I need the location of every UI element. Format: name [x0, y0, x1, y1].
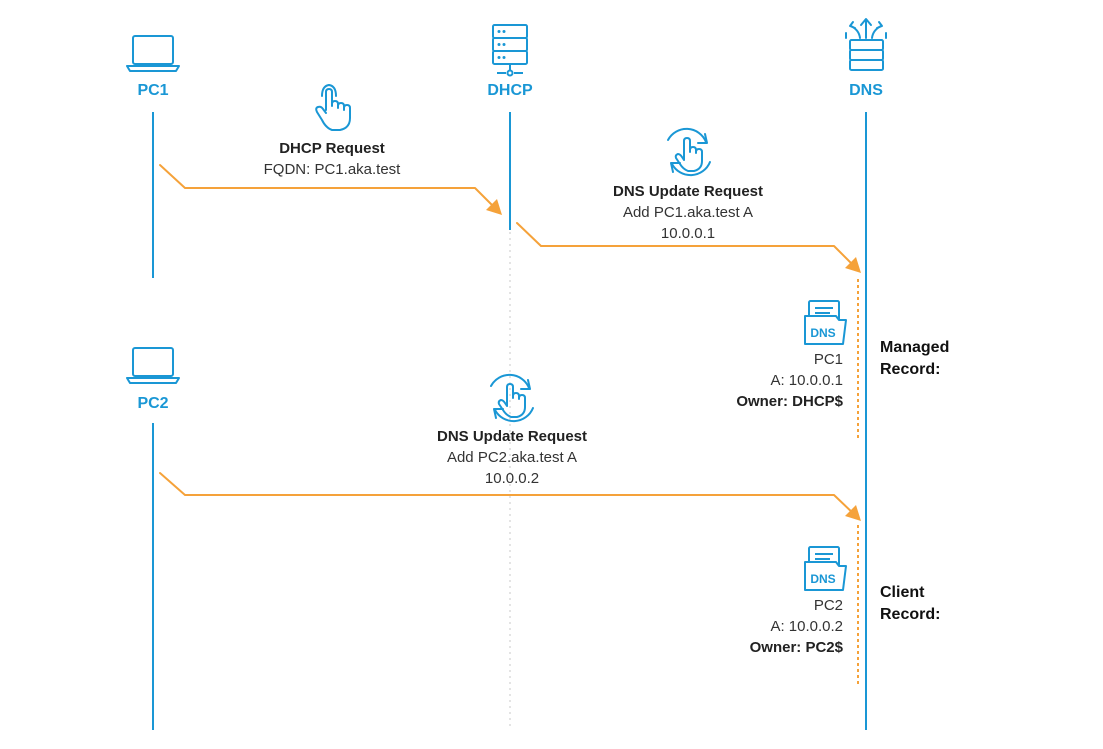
actor-pc2-label: PC2	[137, 395, 169, 412]
hand-refresh-icon-2	[490, 373, 534, 423]
dhcp-request-arrow	[159, 164, 498, 211]
dns-file-icon-managed	[804, 300, 847, 345]
dns-update-1-line1: Add PC1.aka.test A	[622, 204, 754, 221]
dhcp-request-arrowhead	[486, 199, 502, 215]
laptop-icon-pc1	[126, 35, 180, 72]
hand-refresh-icon	[667, 127, 711, 177]
managed-record-label-line2: Record:	[880, 361, 941, 378]
server-icon-dhcp	[492, 24, 528, 77]
dns-update-arrow-2	[159, 472, 857, 517]
client-record-label-line2: Record:	[880, 606, 941, 623]
dns-update-1-line2: 10.0.0.1	[660, 225, 716, 242]
dns-server-icon	[845, 18, 887, 71]
actor-pc1-label: PC1	[137, 82, 169, 99]
managed-record-owner: Owner: DHCP$	[736, 393, 843, 410]
laptop-icon-pc2	[126, 347, 180, 384]
dns-update-2-line2: 10.0.0.2	[484, 470, 540, 487]
managed-record-address: A: 10.0.0.1	[770, 372, 843, 389]
dns-update-1-title: DNS Update Request	[612, 183, 764, 200]
dns-update-arrowhead-1	[845, 257, 861, 273]
managed-record-label-line1: Managed	[880, 339, 950, 356]
actor-dhcp-label: DHCP	[487, 82, 533, 99]
dns-file-icon-client-text: DNS	[810, 572, 835, 586]
dns-update-arrowhead-2	[845, 505, 861, 521]
dhcp-request-detail: FQDN: PC1.aka.test	[263, 161, 401, 178]
client-record-owner: Owner: PC2$	[749, 639, 843, 656]
client-record-label-line1: Client	[880, 584, 925, 601]
dhcp-request-title: DHCP Request	[279, 140, 385, 157]
dns-update-arrow-1	[516, 222, 857, 269]
actor-dns-label: DNS	[849, 82, 883, 99]
dns-file-icon-managed-text: DNS	[810, 326, 835, 340]
dns-update-2-line1: Add PC2.aka.test A	[446, 449, 578, 466]
hand-touch-icon	[315, 84, 351, 131]
dns-file-icon-client	[804, 546, 847, 591]
client-record-address: A: 10.0.0.2	[770, 618, 843, 635]
managed-record-name: PC1	[813, 351, 843, 368]
dns-update-2-title: DNS Update Request	[436, 428, 588, 445]
client-record-name: PC2	[813, 597, 843, 614]
